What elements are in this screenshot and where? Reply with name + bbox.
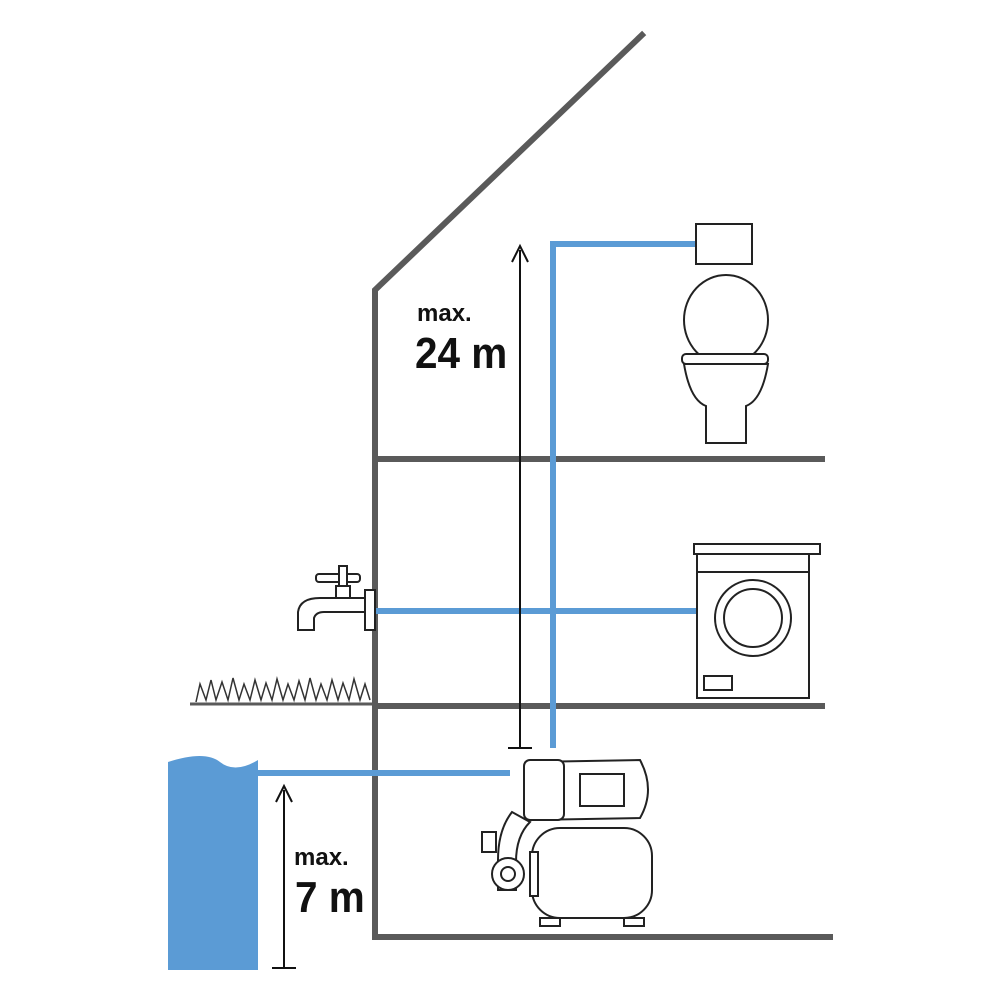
toilet-bowl: [682, 363, 770, 444]
pump-unit-icon: [481, 758, 653, 927]
upper-height-prefix: max.: [417, 300, 472, 327]
toilet-seat: [681, 353, 769, 365]
riser-pipe: [550, 241, 696, 748]
upper-height-value: 24 m: [415, 329, 508, 378]
washing-machine-icon: [693, 543, 821, 699]
water-reservoir: [168, 756, 258, 970]
toilet-icon: [681, 223, 770, 444]
height-arrow-upper: [508, 243, 532, 749]
grass: [190, 676, 375, 706]
height-arrow-lower: [272, 783, 296, 969]
lower-height-prefix: max.: [294, 844, 349, 871]
toilet-lid: [683, 274, 769, 366]
water-pipes: [258, 241, 700, 776]
pump-tank: [531, 827, 653, 919]
lower-height-value: 7 m: [295, 873, 365, 922]
toilet-cistern: [695, 223, 753, 265]
outdoor-tap-icon: [297, 565, 376, 631]
